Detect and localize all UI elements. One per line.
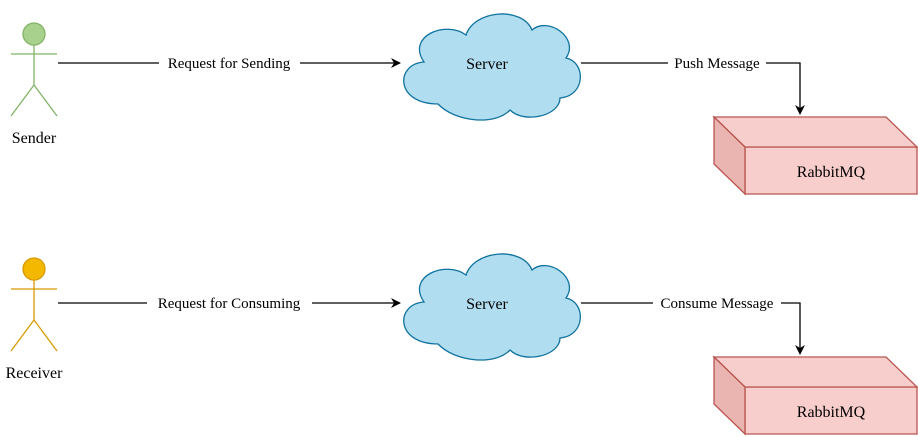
queue-1-side-face <box>713 115 746 196</box>
rabbitmq-queue-1[interactable]: RabbitMQ <box>712 115 918 196</box>
receiver-label: Receiver <box>6 365 64 382</box>
send-flow: Sender Request for Sending Server Push M… <box>10 13 918 196</box>
push-message-label-bg <box>668 55 766 71</box>
server-label-1: Server <box>466 56 508 73</box>
request-consuming-label-bg <box>147 295 312 311</box>
push-message-arrow[interactable] <box>581 62 805 115</box>
sender-actor[interactable] <box>10 22 58 117</box>
request-consuming-label: Request for Consuming <box>158 296 301 312</box>
sender-left-leg-shape <box>10 84 35 117</box>
consume-flow: Receiver Request for Consuming Server Co… <box>6 253 918 436</box>
rabbitmq-queue-2[interactable]: RabbitMQ <box>712 355 918 436</box>
consume-message-label: Consume Message <box>661 296 774 312</box>
receiver-left-leg-shape <box>10 319 35 352</box>
sender-head-shape <box>22 22 46 46</box>
request-sending-label: Request for Sending <box>168 56 291 72</box>
sender-right-leg-shape <box>33 84 58 117</box>
receiver-actor[interactable] <box>10 257 58 352</box>
receiver-right-leg-shape <box>33 319 58 352</box>
request-sending-label-bg <box>159 55 300 71</box>
cloud-2-shape <box>403 253 581 361</box>
receiver-head-shape <box>22 257 46 281</box>
cloud-1-shape <box>403 13 581 121</box>
rabbitmq-label-2: RabbitMQ <box>797 404 866 421</box>
sender-label: Sender <box>12 130 57 147</box>
rabbitmq-label-1: RabbitMQ <box>797 164 866 181</box>
queue-2-top-face <box>712 356 918 388</box>
server-cloud-1[interactable]: Server <box>403 13 581 121</box>
queue-1-top-face <box>712 116 918 148</box>
queue-2-side-face <box>713 355 746 436</box>
server-cloud-2[interactable]: Server <box>403 253 581 361</box>
server-label-2: Server <box>466 296 508 313</box>
push-message-label: Push Message <box>674 56 760 72</box>
consume-message-label-bg <box>653 295 781 311</box>
